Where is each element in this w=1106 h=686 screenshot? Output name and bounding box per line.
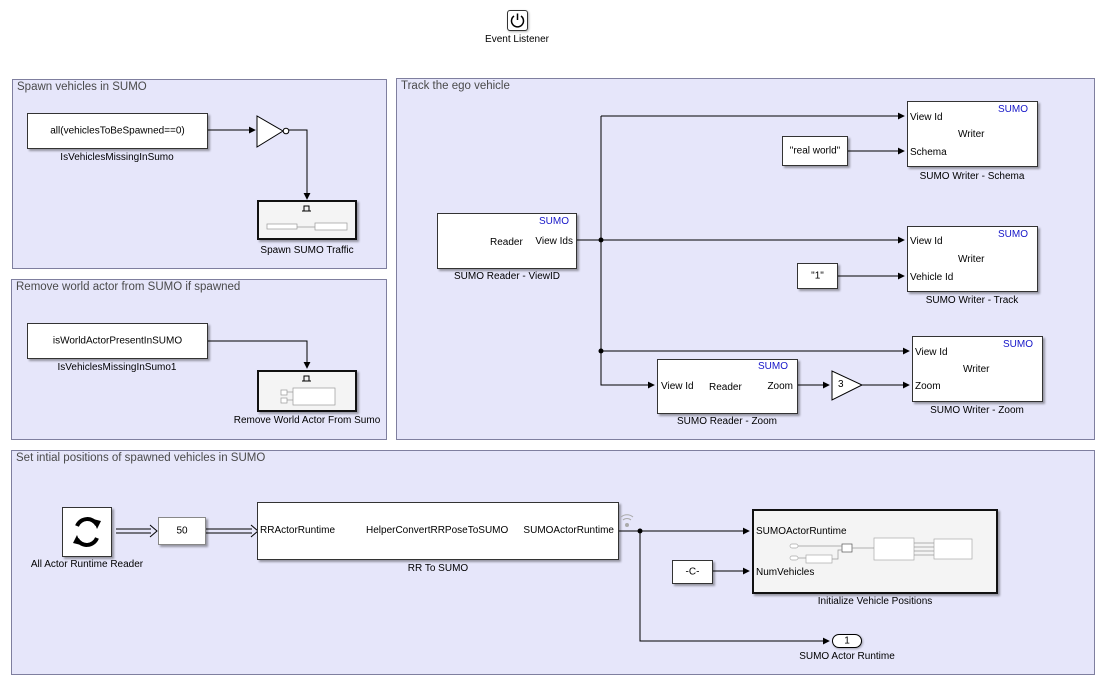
sumo-writer-track-label: SUMO Writer - Track xyxy=(925,295,1019,306)
sumo-writer-schema-label: SUMO Writer - Schema xyxy=(919,171,1025,182)
all-actor-runtime-reader-label: All Actor Runtime Reader xyxy=(30,559,144,570)
condition-label: IsVehiclesMissingInSumo1 xyxy=(57,362,177,373)
sumo-writer-track-block[interactable]: SUMO View Id Writer Vehicle Id xyxy=(907,226,1038,292)
remove-world-actor-label: Remove World Actor From Sumo xyxy=(233,415,381,426)
wire-rr-to-outport xyxy=(639,531,830,645)
outport-label: SUMO Actor Runtime xyxy=(799,651,895,662)
constant-one[interactable]: "1" xyxy=(797,263,838,289)
rr-to-sumo-block[interactable]: RRActorRuntime HelperConvertRRPoseToSUMO… xyxy=(257,502,619,560)
port-in-label: NumVehicles xyxy=(756,567,815,578)
rate-transition-block[interactable]: 50 xyxy=(158,517,206,545)
all-actor-runtime-reader-block[interactable] xyxy=(62,507,112,557)
sumo-writer-schema-block[interactable]: SUMO View Id Writer Schema xyxy=(907,101,1038,167)
sumo-reader-zoom-label: SUMO Reader - Zoom xyxy=(676,416,778,427)
block-center-text: Reader xyxy=(490,237,523,248)
sumo-brand: SUMO xyxy=(758,361,788,372)
subsystem-preview-icon xyxy=(789,537,973,564)
branch-point xyxy=(598,237,604,243)
remove-world-actor-subsystem[interactable] xyxy=(257,370,357,412)
spawn-sumo-traffic-label: Spawn SUMO Traffic xyxy=(260,245,354,256)
branch-point xyxy=(598,348,604,354)
port-in-label: RRActorRuntime xyxy=(260,525,336,536)
rr-to-sumo-label: RR To SUMO xyxy=(407,563,469,574)
port-in-label: View Id xyxy=(915,347,948,358)
spawn-sumo-traffic-subsystem[interactable] xyxy=(257,200,357,240)
block-center-text: Writer xyxy=(958,129,985,140)
port-in-label: View Id xyxy=(661,381,694,392)
refresh-icon xyxy=(73,517,101,547)
port-out-label: Zoom xyxy=(767,381,793,392)
port-in-label: View Id xyxy=(910,236,943,247)
pulse-icon xyxy=(266,205,348,231)
sumo-writer-zoom-label: SUMO Writer - Zoom xyxy=(930,405,1024,416)
block-center-text: Reader xyxy=(709,382,742,393)
port-in-label: Zoom xyxy=(915,381,941,392)
outport-block[interactable]: 1 xyxy=(832,634,862,648)
power-icon xyxy=(510,13,525,28)
condition-block-vehicles-spawned[interactable]: all(vehiclesToBeSpawned==0) xyxy=(27,113,208,149)
port-out-label: View Ids xyxy=(535,236,573,247)
block-center-text: HelperConvertRRPoseToSUMO xyxy=(366,525,509,536)
port-in-label: Schema xyxy=(910,147,947,158)
wire-worldactor-to-remove xyxy=(208,340,311,369)
sumo-reader-zoom-block[interactable]: SUMO View Id Reader Zoom xyxy=(657,359,798,414)
initialize-vehicle-positions-label: Initialize Vehicle Positions xyxy=(817,596,933,607)
gain-value: 3 xyxy=(838,379,844,390)
sumo-brand: SUMO xyxy=(998,104,1028,115)
sumo-brand: SUMO xyxy=(1003,339,1033,350)
port-in-label: Vehicle Id xyxy=(910,272,954,283)
block-center-text: Writer xyxy=(963,364,990,375)
condition-label: IsVehiclesMissingInSumo xyxy=(60,152,174,163)
constant-c-block[interactable]: -C- xyxy=(672,560,713,584)
sumo-reader-viewid-label: SUMO Reader - ViewID xyxy=(454,271,560,282)
port-in-label: SUMOActorRuntime xyxy=(756,526,847,537)
initialize-vehicle-positions-subsystem[interactable]: SUMOActorRuntime NumVehicles xyxy=(752,509,998,594)
port-out-label: SUMOActorRuntime xyxy=(523,525,614,536)
sumo-writer-zoom-block[interactable]: SUMO View Id Writer Zoom xyxy=(912,336,1043,402)
wire-not-to-spawn xyxy=(289,129,311,200)
block-center-text: Writer xyxy=(958,254,985,265)
event-listener-block[interactable] xyxy=(507,10,528,31)
sumo-reader-viewid-block[interactable]: SUMO Reader View Ids xyxy=(437,213,577,269)
sumo-brand: SUMO xyxy=(998,229,1028,240)
sumo-brand: SUMO xyxy=(539,216,569,227)
condition-block-world-actor[interactable]: isWorldActorPresentInSUMO xyxy=(27,323,208,359)
wire-viewids-branch xyxy=(600,116,655,389)
constant-real-world[interactable]: "real world" xyxy=(782,136,848,166)
port-in-label: View Id xyxy=(910,112,943,123)
event-listener-label: Event Listener xyxy=(485,34,549,45)
pulse-icon xyxy=(280,375,336,406)
branch-point xyxy=(637,528,643,534)
